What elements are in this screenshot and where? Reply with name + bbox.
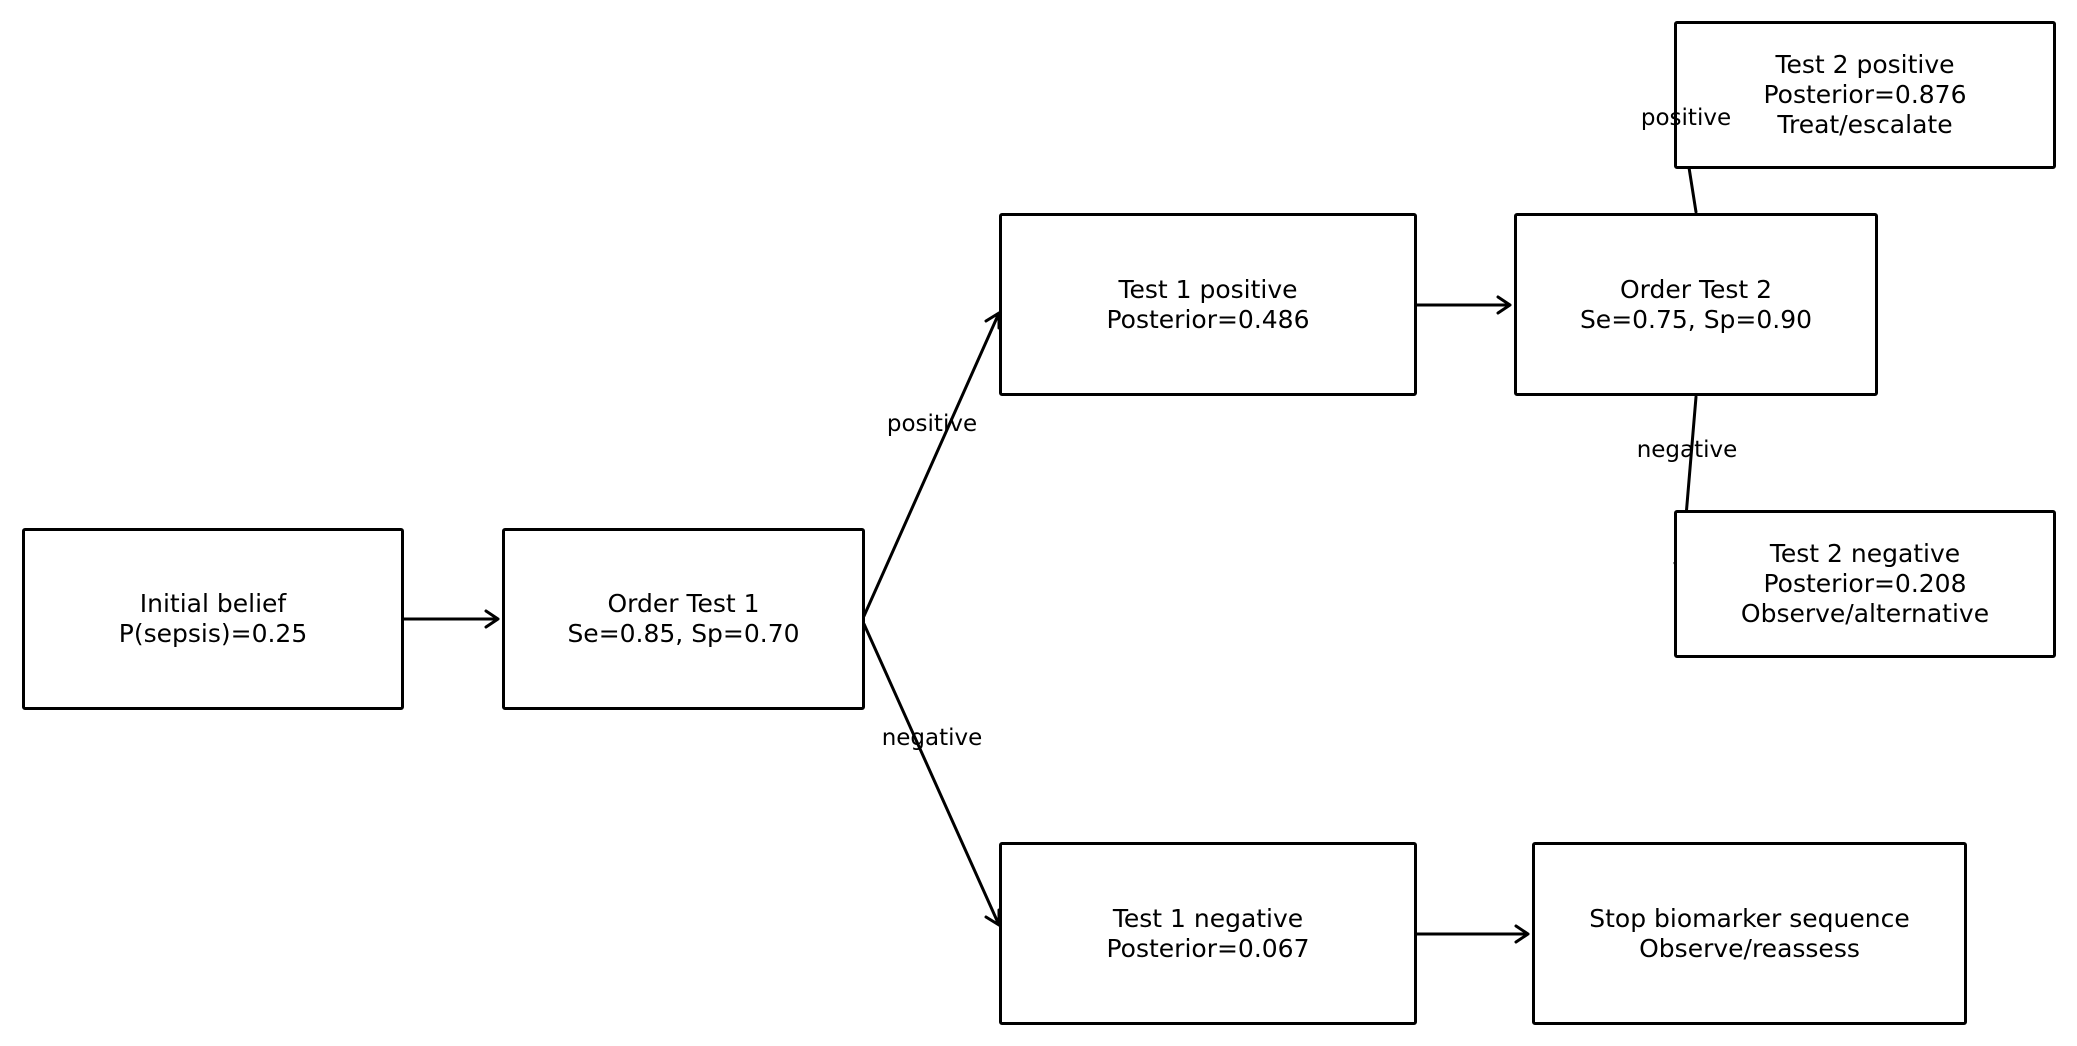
initial-belief-probability: P(sepsis)=0.25 — [118, 619, 308, 648]
test-2-negative-node: Test 2 negative Posterior=0.208 Observe/… — [1674, 510, 2056, 658]
initial-belief-node: Initial belief P(sepsis)=0.25 — [22, 528, 404, 710]
stop-sequence-action: Observe/reassess — [1639, 933, 1860, 963]
arrow-positive-to-test2 — [1414, 295, 1512, 315]
test-1-positive-title: Test 1 positive — [1118, 274, 1298, 304]
order-test-2-node: Order Test 2 Se=0.75, Sp=0.90 — [1514, 213, 1878, 396]
test-1-negative-title: Test 1 negative — [1112, 903, 1304, 933]
test-1-negative-node: Test 1 negative Posterior=0.067 — [999, 842, 1417, 1025]
test-2-positive-posterior: Posterior=0.876 — [1763, 80, 1967, 109]
order-test-2-title: Order Test 2 — [1619, 274, 1773, 304]
edge-label-test1-positive: positive — [886, 411, 978, 437]
edge-label-test1-negative: negative — [881, 725, 983, 751]
arrow-test1-to-positive — [862, 311, 1001, 618]
test-2-negative-action: Observe/alternative — [1740, 599, 1990, 628]
initial-belief-title: Initial belief — [139, 589, 287, 618]
test-2-negative-posterior: Posterior=0.208 — [1763, 569, 1967, 598]
order-test-1-node: Order Test 1 Se=0.85, Sp=0.70 — [502, 528, 865, 710]
test-2-positive-action: Treat/escalate — [1777, 110, 1953, 139]
arrow-initial-to-test1 — [401, 609, 500, 629]
test-1-positive-posterior: Posterior=0.486 — [1106, 304, 1310, 334]
stop-sequence-title: Stop biomarker sequence — [1589, 903, 1910, 933]
test-1-negative-posterior: Posterior=0.067 — [1106, 933, 1310, 963]
test-1-positive-node: Test 1 positive Posterior=0.486 — [999, 213, 1417, 396]
edge-label-test2-negative: negative — [1636, 437, 1738, 463]
test-2-positive-title: Test 2 positive — [1775, 50, 1955, 79]
order-test-2-params: Se=0.75, Sp=0.90 — [1579, 304, 1813, 334]
stop-sequence-node: Stop biomarker sequence Observe/reassess — [1532, 842, 1967, 1025]
arrow-negative-to-stop — [1414, 924, 1530, 944]
order-test-1-params: Se=0.85, Sp=0.70 — [567, 619, 800, 648]
test-2-positive-node: Test 2 positive Posterior=0.876 Treat/es… — [1674, 21, 2056, 169]
test-2-negative-title: Test 2 negative — [1769, 539, 1961, 568]
arrow-test1-to-negative — [862, 622, 1001, 927]
edge-label-test2-positive: positive — [1640, 105, 1732, 131]
order-test-1-title: Order Test 1 — [607, 589, 760, 618]
